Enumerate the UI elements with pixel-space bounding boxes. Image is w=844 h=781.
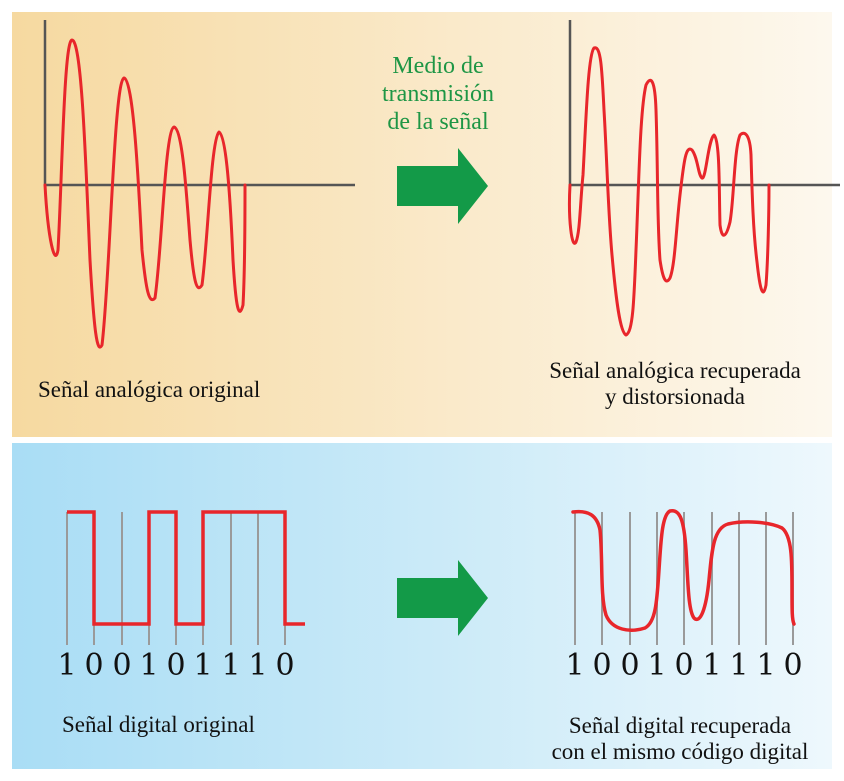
- bit-label: 1: [756, 648, 776, 683]
- bit-label: 0: [112, 648, 132, 683]
- analog-recovered-label: Señal analógica recuperada y distorsiona…: [520, 358, 830, 410]
- digital-recovered-label-line-1: Señal digital recuperada: [568, 713, 792, 738]
- digital-original-bits: 1 0 0 1 0 1 1 1 0: [0, 650, 844, 684]
- analog-original-axes: [43, 20, 355, 187]
- bit-label: 0: [620, 648, 640, 683]
- bit-label: 1: [57, 648, 77, 683]
- analog-original-wave: [43, 38, 247, 349]
- bit-label: 1: [729, 648, 749, 683]
- bit-label: 1: [221, 648, 241, 683]
- analog-recovered-axes: [568, 20, 840, 187]
- bit-label: 0: [674, 648, 694, 683]
- bit-label: 0: [592, 648, 612, 683]
- digital-original-wave: [67, 510, 305, 626]
- digital-recovered-wave: [571, 509, 796, 632]
- analog-recovered-wave: [567, 46, 771, 337]
- bit-label: 0: [783, 648, 803, 683]
- bit-label: 1: [248, 648, 268, 683]
- bit-label: 0: [275, 648, 295, 683]
- digital-recovered-label: Señal digital recuperada con el mismo có…: [520, 713, 840, 765]
- bit-label: 0: [166, 648, 186, 683]
- digital-recovered-bits: 1 0 0 1 0 1 1 1 0: [0, 650, 844, 684]
- analog-recovered-label-line-2: y distorsionada: [605, 384, 745, 409]
- transmission-arrow: [397, 148, 488, 224]
- caption-line-2: transmisión: [382, 81, 494, 107]
- analog-panel-background: [12, 12, 832, 437]
- digital-original-label: Señal digital original: [62, 712, 255, 737]
- digital-recovered-label-line-2: con el mismo código digital: [551, 739, 809, 764]
- bit-label: 0: [84, 648, 104, 683]
- analog-recovered-label-line-1: Señal analógica recuperada: [549, 358, 801, 383]
- caption-line-1: Medio de: [392, 53, 484, 79]
- bit-label: 1: [139, 648, 159, 683]
- caption-line-3: de la señal: [387, 109, 489, 135]
- bit-label: 1: [193, 648, 213, 683]
- transmission-caption: Medio de transmisión de la señal: [352, 52, 524, 136]
- bit-label: 1: [702, 648, 722, 683]
- analog-original-label: Señal analógica original: [38, 377, 261, 402]
- bit-label: 1: [647, 648, 667, 683]
- digital-transmission-arrow: [397, 560, 488, 636]
- bit-label: 1: [565, 648, 585, 683]
